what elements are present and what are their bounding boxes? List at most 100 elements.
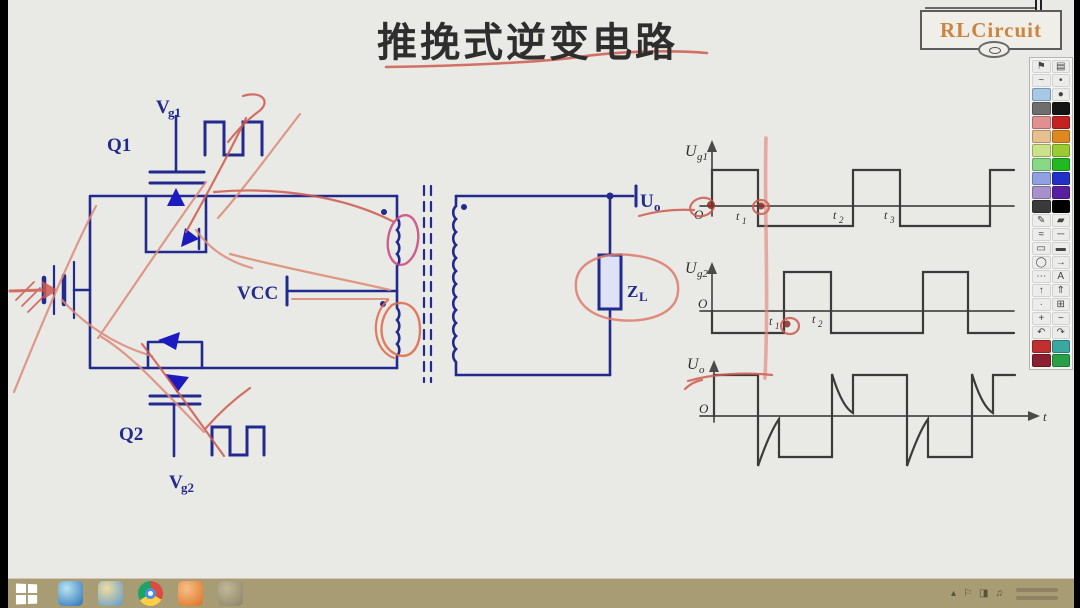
tool-rect[interactable]: ▭ — [1032, 242, 1051, 255]
tool-pointer[interactable]: ⚑ — [1032, 60, 1051, 73]
time-cursor-line — [763, 136, 769, 380]
app-browser-icon[interactable] — [58, 581, 83, 606]
app-chrome-icon[interactable] — [138, 581, 163, 606]
wave-uo — [712, 373, 1017, 467]
swatch-purple[interactable] — [1051, 186, 1070, 199]
label-zl: Z — [627, 282, 638, 301]
load-branch — [454, 184, 638, 377]
label-vg2-sub: g2 — [181, 480, 194, 495]
taskbar: ▴ ⚐ ◨ ♫ — [8, 578, 1074, 608]
swatch-light-green[interactable] — [1032, 158, 1051, 171]
tray-icon-0[interactable]: ▴ — [951, 588, 957, 599]
svg-text:2: 2 — [839, 215, 844, 225]
tool-arrow-up-double[interactable]: ⇑ — [1051, 284, 1070, 297]
tool-arrow[interactable]: → — [1051, 256, 1070, 269]
annotation-toolbar[interactable]: ⚑▤~•● ✎▰≈─▭▬◯→⋯A↑⇑∙⊞+−↶↷ — [1029, 57, 1073, 370]
system-tray: ▴ ⚐ ◨ ♫ — [951, 587, 1058, 600]
app-grey-icon[interactable] — [218, 581, 243, 606]
tool-text[interactable]: A — [1051, 270, 1070, 283]
tray-icon-1[interactable]: ⚐ — [963, 588, 973, 599]
label-q2: Q2 — [119, 424, 143, 445]
wave-ug1 — [710, 168, 1016, 228]
svg-text:t: t — [812, 312, 816, 326]
tray-icon-3[interactable]: ♫ — [995, 588, 1004, 599]
start-button[interactable] — [11, 581, 43, 607]
swatch-pink[interactable] — [1032, 116, 1051, 129]
axis-label-ug1: U — [685, 143, 698, 160]
gate-pulse-glyph-vg2 — [210, 425, 266, 457]
swatch-blue[interactable] — [1051, 172, 1070, 185]
label-vg2: V — [169, 472, 183, 493]
tool-stroke-preview[interactable]: ~ — [1032, 74, 1051, 87]
swatch-light-yellowgreen[interactable] — [1032, 144, 1051, 157]
tool-undo[interactable]: ↶ — [1032, 326, 1051, 339]
tool-dot[interactable]: • — [1051, 74, 1070, 87]
tray-clock[interactable] — [1016, 587, 1058, 600]
svg-text:g1: g1 — [697, 151, 708, 163]
presentation-screen — [8, 0, 1074, 608]
tray-icons: ▴ ⚐ ◨ ♫ — [951, 588, 1003, 599]
taskbar-apps — [43, 581, 243, 606]
annotation-canvas[interactable]: Q1 V g1 Q2 V g2 VCC U o Z L — [0, 0, 1080, 578]
zl-circle — [574, 253, 680, 322]
tool-marker-darkred[interactable] — [1032, 354, 1051, 367]
tool-ellipse[interactable]: ◯ — [1032, 256, 1051, 269]
tool-image[interactable]: ▤ — [1051, 60, 1070, 73]
tool-marker-green[interactable] — [1051, 354, 1070, 367]
label-vg1-sub: g1 — [168, 105, 181, 120]
tool-wave[interactable]: ≈ — [1032, 228, 1051, 241]
svg-text:3: 3 — [889, 215, 895, 225]
tool-eraser-dot[interactable]: ● — [1051, 88, 1070, 101]
tool-marker-red[interactable] — [1032, 340, 1051, 353]
svg-text:2: 2 — [818, 319, 823, 329]
swatch-lavender[interactable] — [1032, 186, 1051, 199]
tool-dots[interactable]: ⋯ — [1032, 270, 1051, 283]
swatch-yellowgreen[interactable] — [1051, 144, 1070, 157]
tool-zoom-in[interactable]: + — [1032, 312, 1051, 325]
swatch-lightblue[interactable] — [1032, 88, 1051, 101]
svg-text:t: t — [833, 208, 837, 222]
tool-highlighter[interactable]: ▰ — [1051, 214, 1070, 227]
tool-grid[interactable]: ⊞ — [1051, 298, 1070, 311]
tool-filled-rect[interactable]: ▬ — [1051, 242, 1070, 255]
axis-label-uo: U — [687, 356, 700, 373]
windows-logo-icon — [15, 583, 38, 604]
tool-line[interactable]: ─ — [1051, 228, 1070, 241]
rlcircuit-logo: RLCircuit — [920, 10, 1062, 50]
svg-text:t: t — [884, 208, 888, 222]
app-photos-icon[interactable] — [98, 581, 123, 606]
label-uo-sub: o — [654, 199, 661, 214]
title-underline — [384, 50, 709, 69]
label-vcc: VCC — [237, 283, 278, 304]
tool-pen[interactable]: ✎ — [1032, 214, 1051, 227]
tool-redo[interactable]: ↷ — [1051, 326, 1070, 339]
swatch-orange[interactable] — [1051, 130, 1070, 143]
swatch-red[interactable] — [1051, 116, 1070, 129]
tray-icon-2[interactable]: ◨ — [979, 588, 989, 599]
tool-zoom-out[interactable]: − — [1051, 312, 1070, 325]
wave-ug2 — [710, 270, 1016, 335]
origin-ug2: O — [698, 296, 708, 311]
label-uo: U — [640, 191, 654, 212]
red-annotations — [8, 50, 801, 458]
swatch-dark[interactable] — [1032, 200, 1051, 213]
t-axis-label: t — [1043, 409, 1047, 424]
swatch-black-dot[interactable] — [1051, 102, 1070, 115]
tool-arrow-up[interactable]: ↑ — [1032, 284, 1051, 297]
swatch-grey[interactable] — [1032, 102, 1051, 115]
svg-text:g2: g2 — [697, 268, 709, 280]
waveform-plots: U g1 O t 1 t 2 t 3 U g2 O t 1 t 2 U o O … — [685, 140, 1047, 467]
swatch-light-blue2[interactable] — [1032, 172, 1051, 185]
swatch-black[interactable] — [1051, 200, 1070, 213]
swatch-light-orange[interactable] — [1032, 130, 1051, 143]
tool-point[interactable]: ∙ — [1032, 298, 1051, 311]
app-orange-icon[interactable] — [178, 581, 203, 606]
origin-ug1: O — [694, 207, 704, 222]
tool-marker-teal[interactable] — [1051, 340, 1070, 353]
logo-wire-decoration — [925, 0, 1042, 10]
transistor-q2 — [146, 332, 204, 458]
svg-text:1: 1 — [775, 321, 780, 331]
gate-pulse-glyph-vg1 — [203, 120, 264, 157]
vcc-feed — [285, 275, 399, 307]
swatch-green[interactable] — [1051, 158, 1070, 171]
